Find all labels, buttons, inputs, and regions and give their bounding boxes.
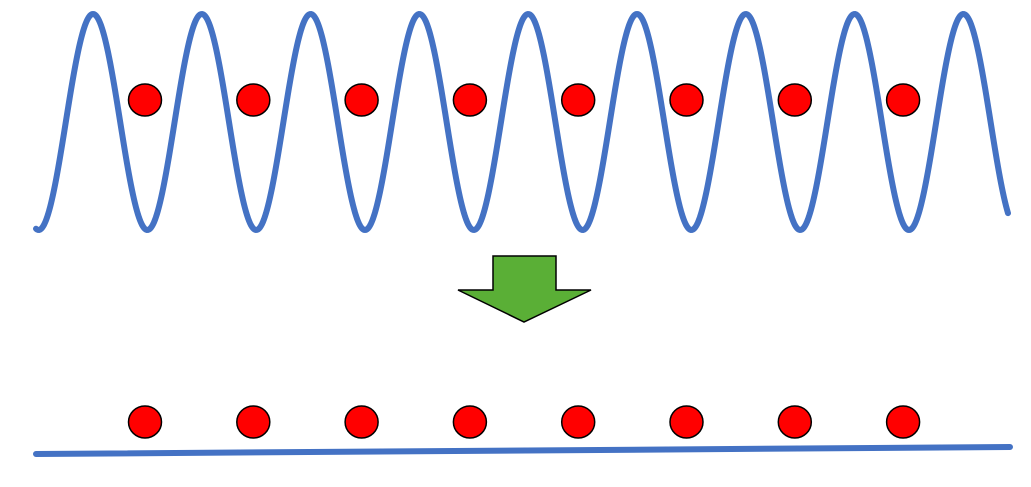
flat-potential-line xyxy=(33,444,1013,457)
sinusoidal-potential-wave xyxy=(33,10,1011,234)
trapped-particle xyxy=(344,83,379,117)
bottom-panel xyxy=(33,405,1013,457)
released-particle xyxy=(560,405,596,439)
released-particle xyxy=(452,405,488,439)
trapped-particle xyxy=(560,83,596,117)
trapped-particle xyxy=(452,83,488,117)
transition-arrow xyxy=(457,255,592,323)
trapped-particle xyxy=(777,83,813,117)
trapped-particle xyxy=(669,83,704,117)
trapped-particles xyxy=(127,83,921,117)
released-particle xyxy=(885,405,921,439)
released-particle xyxy=(127,405,163,439)
trapped-particle xyxy=(127,83,163,117)
down-arrow-icon xyxy=(457,255,592,323)
released-particle xyxy=(669,405,704,439)
trapped-particle xyxy=(885,83,921,117)
released-particle xyxy=(777,405,813,439)
released-particle xyxy=(344,405,379,439)
top-panel xyxy=(33,10,1011,234)
released-particles xyxy=(127,405,921,439)
released-particle xyxy=(236,405,271,439)
trapped-particle xyxy=(236,83,271,117)
